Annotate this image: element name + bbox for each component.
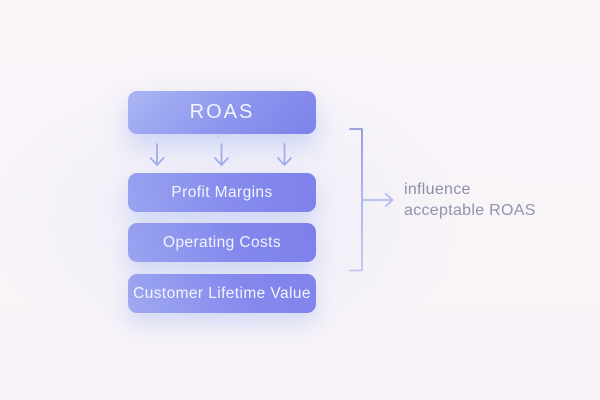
operating-costs-label: Operating Costs [163,233,281,251]
customer-lifetime-value-label: Customer Lifetime Value [133,284,311,302]
down-arrows-group [149,143,292,166]
down-arrow-icon [277,143,292,166]
profit-margins-box: Profit Margins [128,173,316,212]
roas-box-label: ROAS [189,101,255,123]
customer-lifetime-value-box: Customer Lifetime Value [128,274,316,313]
right-arrow-icon [361,193,394,207]
roas-box: ROAS [128,91,316,134]
bracket-line [349,128,363,272]
group-bracket [349,128,394,272]
annotation-text: influence acceptable ROAS [404,179,536,221]
operating-costs-box: Operating Costs [128,223,316,262]
down-arrow-icon [149,143,165,166]
annotation-line2: acceptable ROAS [404,202,536,219]
annotation-line1: influence [404,181,471,198]
profit-margins-label: Profit Margins [171,183,273,201]
down-arrow-icon [214,143,229,166]
